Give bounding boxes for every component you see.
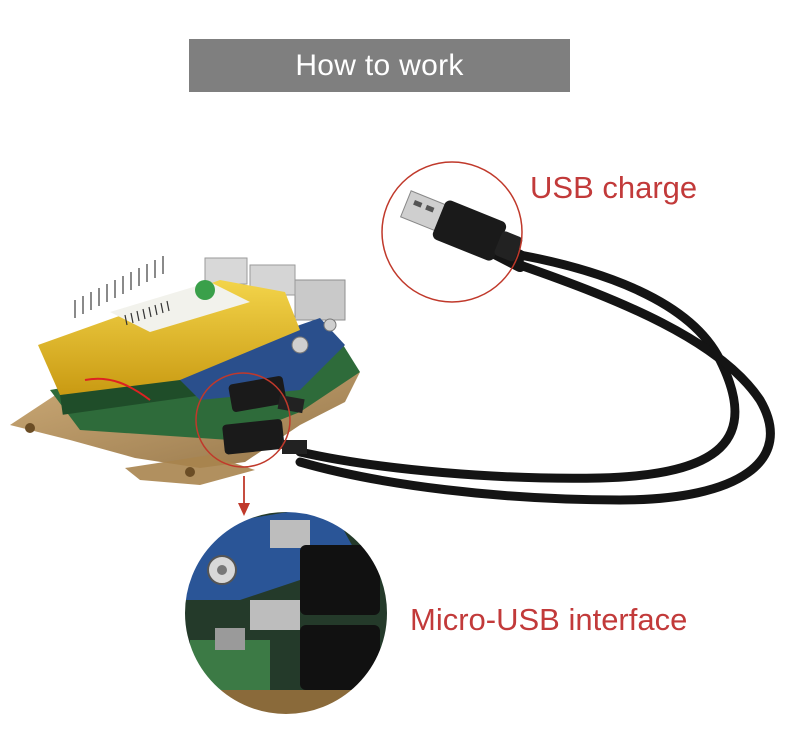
usb-charge-label: USB charge	[530, 170, 698, 205]
title-text: How to work	[295, 48, 464, 82]
micro-usb-label: Micro-USB interface	[410, 602, 688, 637]
usb-a-plug	[399, 190, 523, 262]
title-banner: How to work	[189, 39, 570, 92]
micro-usb-highlight-circle	[195, 372, 291, 468]
ups-board	[170, 318, 345, 400]
battery-pack	[38, 280, 300, 401]
usb-charge-highlight-circle	[381, 161, 523, 303]
zoom-inset	[183, 510, 389, 716]
arrow-down-icon	[238, 476, 250, 516]
micro-usb-plugs	[222, 376, 307, 455]
dual-usb-cable	[295, 232, 775, 505]
